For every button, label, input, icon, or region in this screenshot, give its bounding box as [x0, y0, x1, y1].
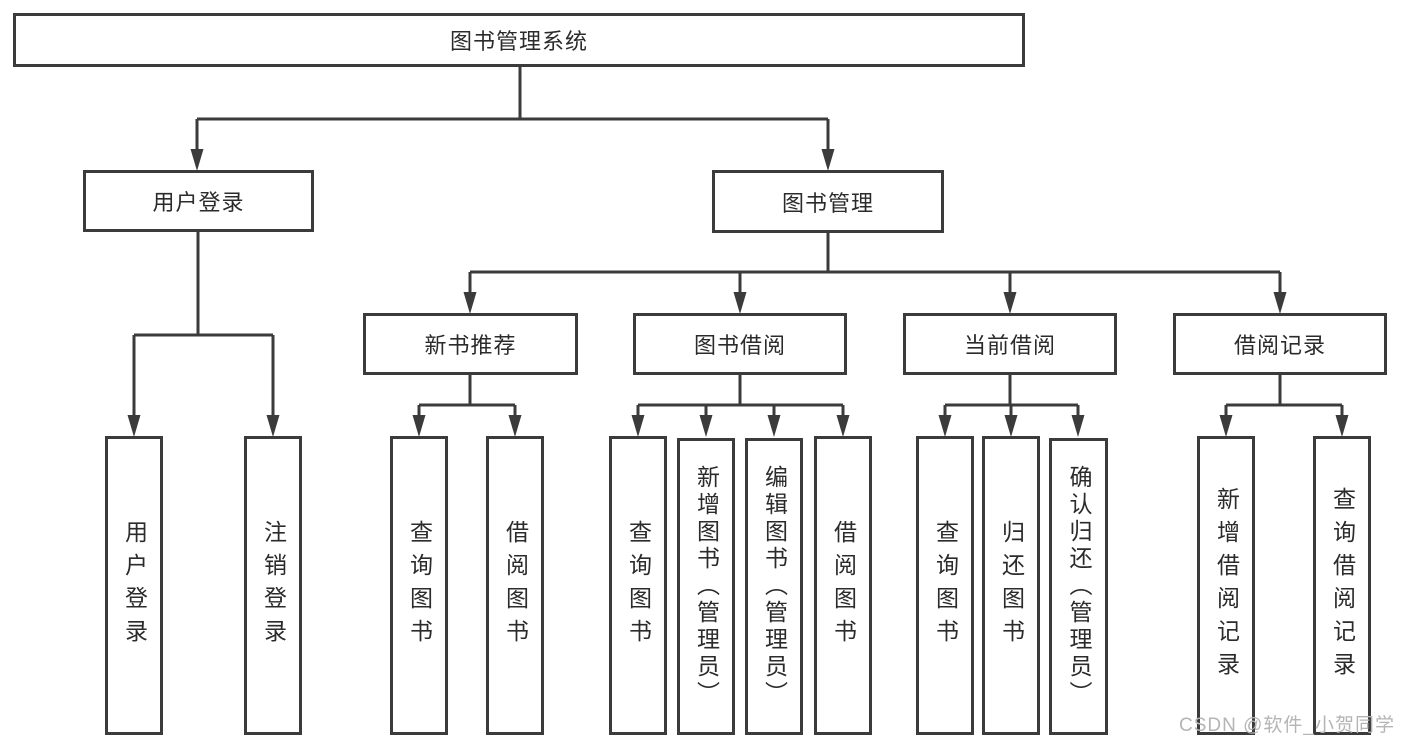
node-book-management: 图书管理: [712, 170, 944, 233]
leaf-newbooks-query-books: 查询图书: [390, 436, 448, 735]
leaf-current-return-books: 归还图书: [982, 436, 1040, 735]
leaf-borrow-edit-books-admin: 编辑图书（管理员）: [745, 438, 803, 735]
leaf-current-confirm-return-admin: 确认归还（管理员）: [1049, 438, 1108, 735]
leaf-newbooks-borrow-books: 借阅图书: [486, 436, 544, 735]
leaf-borrow-query-books: 查询图书: [609, 436, 667, 735]
node-new-book-recommend: 新书推荐: [363, 313, 578, 375]
watermark: CSDN @软件_小贺同学: [1179, 715, 1395, 736]
leaf-records-query-record: 查询借阅记录: [1313, 436, 1371, 735]
leaf-borrow-borrow-books: 借阅图书: [814, 436, 872, 735]
node-current-borrow: 当前借阅: [903, 313, 1117, 375]
leaf-current-query-books: 查询图书: [916, 436, 974, 735]
node-book-borrow: 图书借阅: [633, 313, 847, 375]
leaf-borrow-add-books-admin: 新增图书（管理员）: [677, 438, 735, 735]
leaf-user-login: 用户登录: [105, 436, 163, 735]
leaf-logout: 注销登录: [244, 436, 302, 735]
arrowheads: [127, 149, 1349, 437]
node-borrow-records: 借阅记录: [1173, 313, 1387, 375]
node-root: 图书管理系统: [13, 13, 1025, 67]
leaf-records-add-record: 新增借阅记录: [1197, 436, 1255, 735]
node-user-login: 用户登录: [83, 170, 314, 232]
